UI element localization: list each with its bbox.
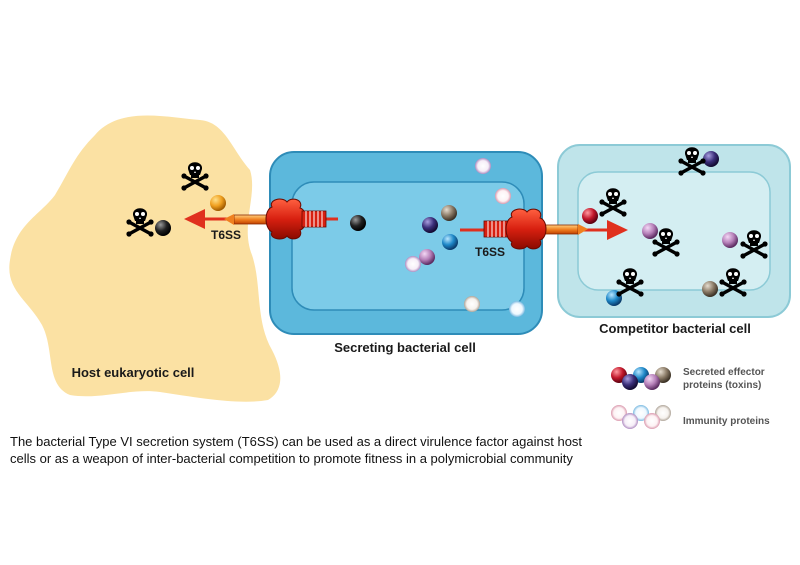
- legend-immunity-ball: [611, 405, 627, 421]
- effector-gray: [702, 281, 718, 297]
- legend-effector-ball: [622, 374, 638, 390]
- immunity-protein: [495, 188, 511, 204]
- legend-immunity-ball: [644, 413, 660, 429]
- immunity-protein: [509, 301, 525, 317]
- effector-black: [350, 215, 366, 231]
- effector-red: [582, 208, 598, 224]
- caption-line-1: The bacterial Type VI secretion system (…: [10, 434, 583, 449]
- effector-purple: [642, 223, 658, 239]
- legend-immunity-ball: [622, 413, 638, 429]
- effector-purple: [419, 249, 435, 265]
- immunity-protein: [475, 158, 491, 174]
- legend: Secreted effector proteins (toxins) Immu…: [611, 367, 770, 429]
- effector-gray: [441, 205, 457, 221]
- effector-indigo: [422, 217, 438, 233]
- secreting-cell-label: Secreting bacterial cell: [334, 340, 476, 355]
- legend-effector-ball: [644, 374, 660, 390]
- effector-blue: [442, 234, 458, 250]
- effector-orange: [210, 195, 226, 211]
- legend-effectors-line1: Secreted effector: [683, 367, 765, 378]
- t6ss-machine-right: [483, 208, 588, 250]
- effector-purple: [722, 232, 738, 248]
- host-cell-label: Host eukaryotic cell: [72, 365, 195, 380]
- legend-immunity-ball: [655, 405, 671, 421]
- caption: The bacterial Type VI secretion system (…: [10, 433, 610, 467]
- legend-immunity-ball: [633, 405, 649, 421]
- immunity-protein: [405, 256, 421, 272]
- host-eukaryotic-cell: [9, 115, 281, 402]
- t6ss-left-label: T6SS: [211, 228, 241, 242]
- t6ss-right-label: T6SS: [475, 245, 505, 259]
- effector-indigo: [703, 151, 719, 167]
- legend-immunity-label: Immunity proteins: [683, 416, 770, 427]
- effector-black: [155, 220, 171, 236]
- caption-line-2: cells or as a weapon of inter-bacterial …: [10, 451, 573, 466]
- immunity-protein: [464, 296, 480, 312]
- legend-effectors-line2: proteins (toxins): [683, 380, 761, 391]
- t6ss-machine-left: [224, 198, 327, 240]
- competitor-cell-label: Competitor bacterial cell: [599, 321, 751, 336]
